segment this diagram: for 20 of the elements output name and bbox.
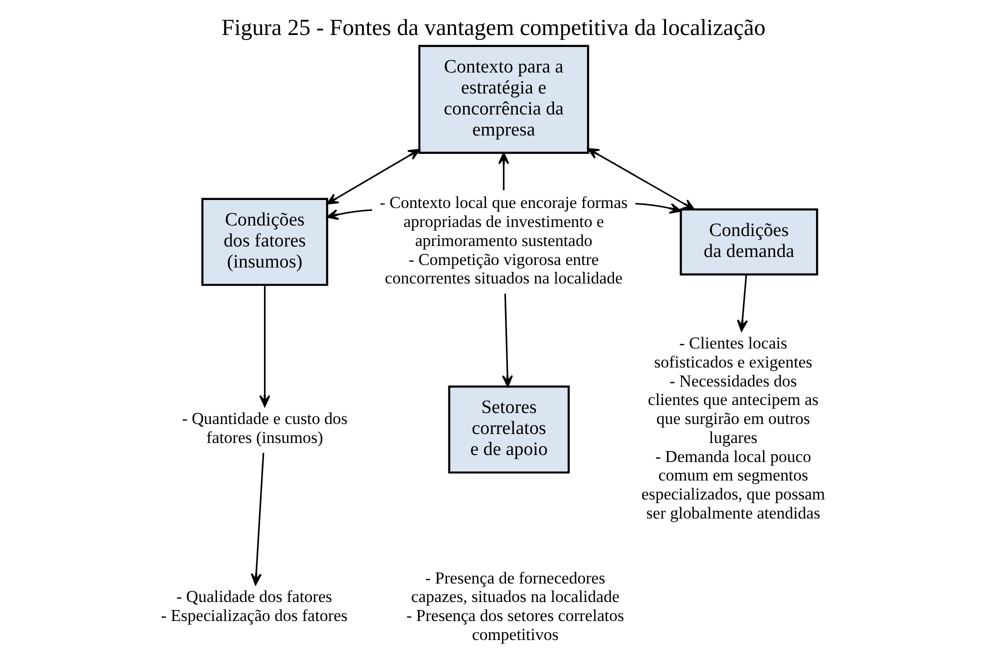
node-box: Condições da demanda: [679, 208, 818, 276]
node-box: Contexto para a estratégia e concorrência da empresa: [418, 44, 589, 154]
node-box: Condições dos fatores (insumos): [200, 198, 328, 286]
arrow: [326, 209, 372, 220]
arrow: [736, 274, 748, 332]
node-text: - Quantidade e custo dos fatores (insumos): [181, 409, 348, 447]
arrow: [498, 152, 509, 190]
node-text: - Contexto local que encoraje formas apropriadas de investimento e aprimoramento sustentado - Competição vigorosa entre concorrentes situados na localidade: [379, 193, 628, 288]
node-box: Setores correlatos e de apoio: [448, 386, 570, 474]
node-label: - Presença dos setores correlatos competitivos: [406, 606, 624, 644]
arrow: [250, 452, 264, 586]
arrow: [634, 202, 681, 214]
diagram-title: Figura 25 - Fontes da vantagem competitiva da localização: [221, 14, 765, 40]
arrow: [501, 294, 512, 388]
node-label: - Presença de fornecedores capazes, situados na localidade: [410, 568, 619, 606]
arrow: [326, 148, 420, 205]
node-text: - Clientes locais sofisticados e exigentes - Necessidades dos clientes que antecipem as que surgirão em outros lugares - Demanda local pouco comum em segmentos especializados, que possam ser globalmente atendidas: [640, 334, 825, 522]
arrow: [258, 285, 270, 408]
arrow: [586, 148, 694, 210]
node-text: - Qualidade dos fatores - Especialização dos fatores: [160, 587, 348, 626]
